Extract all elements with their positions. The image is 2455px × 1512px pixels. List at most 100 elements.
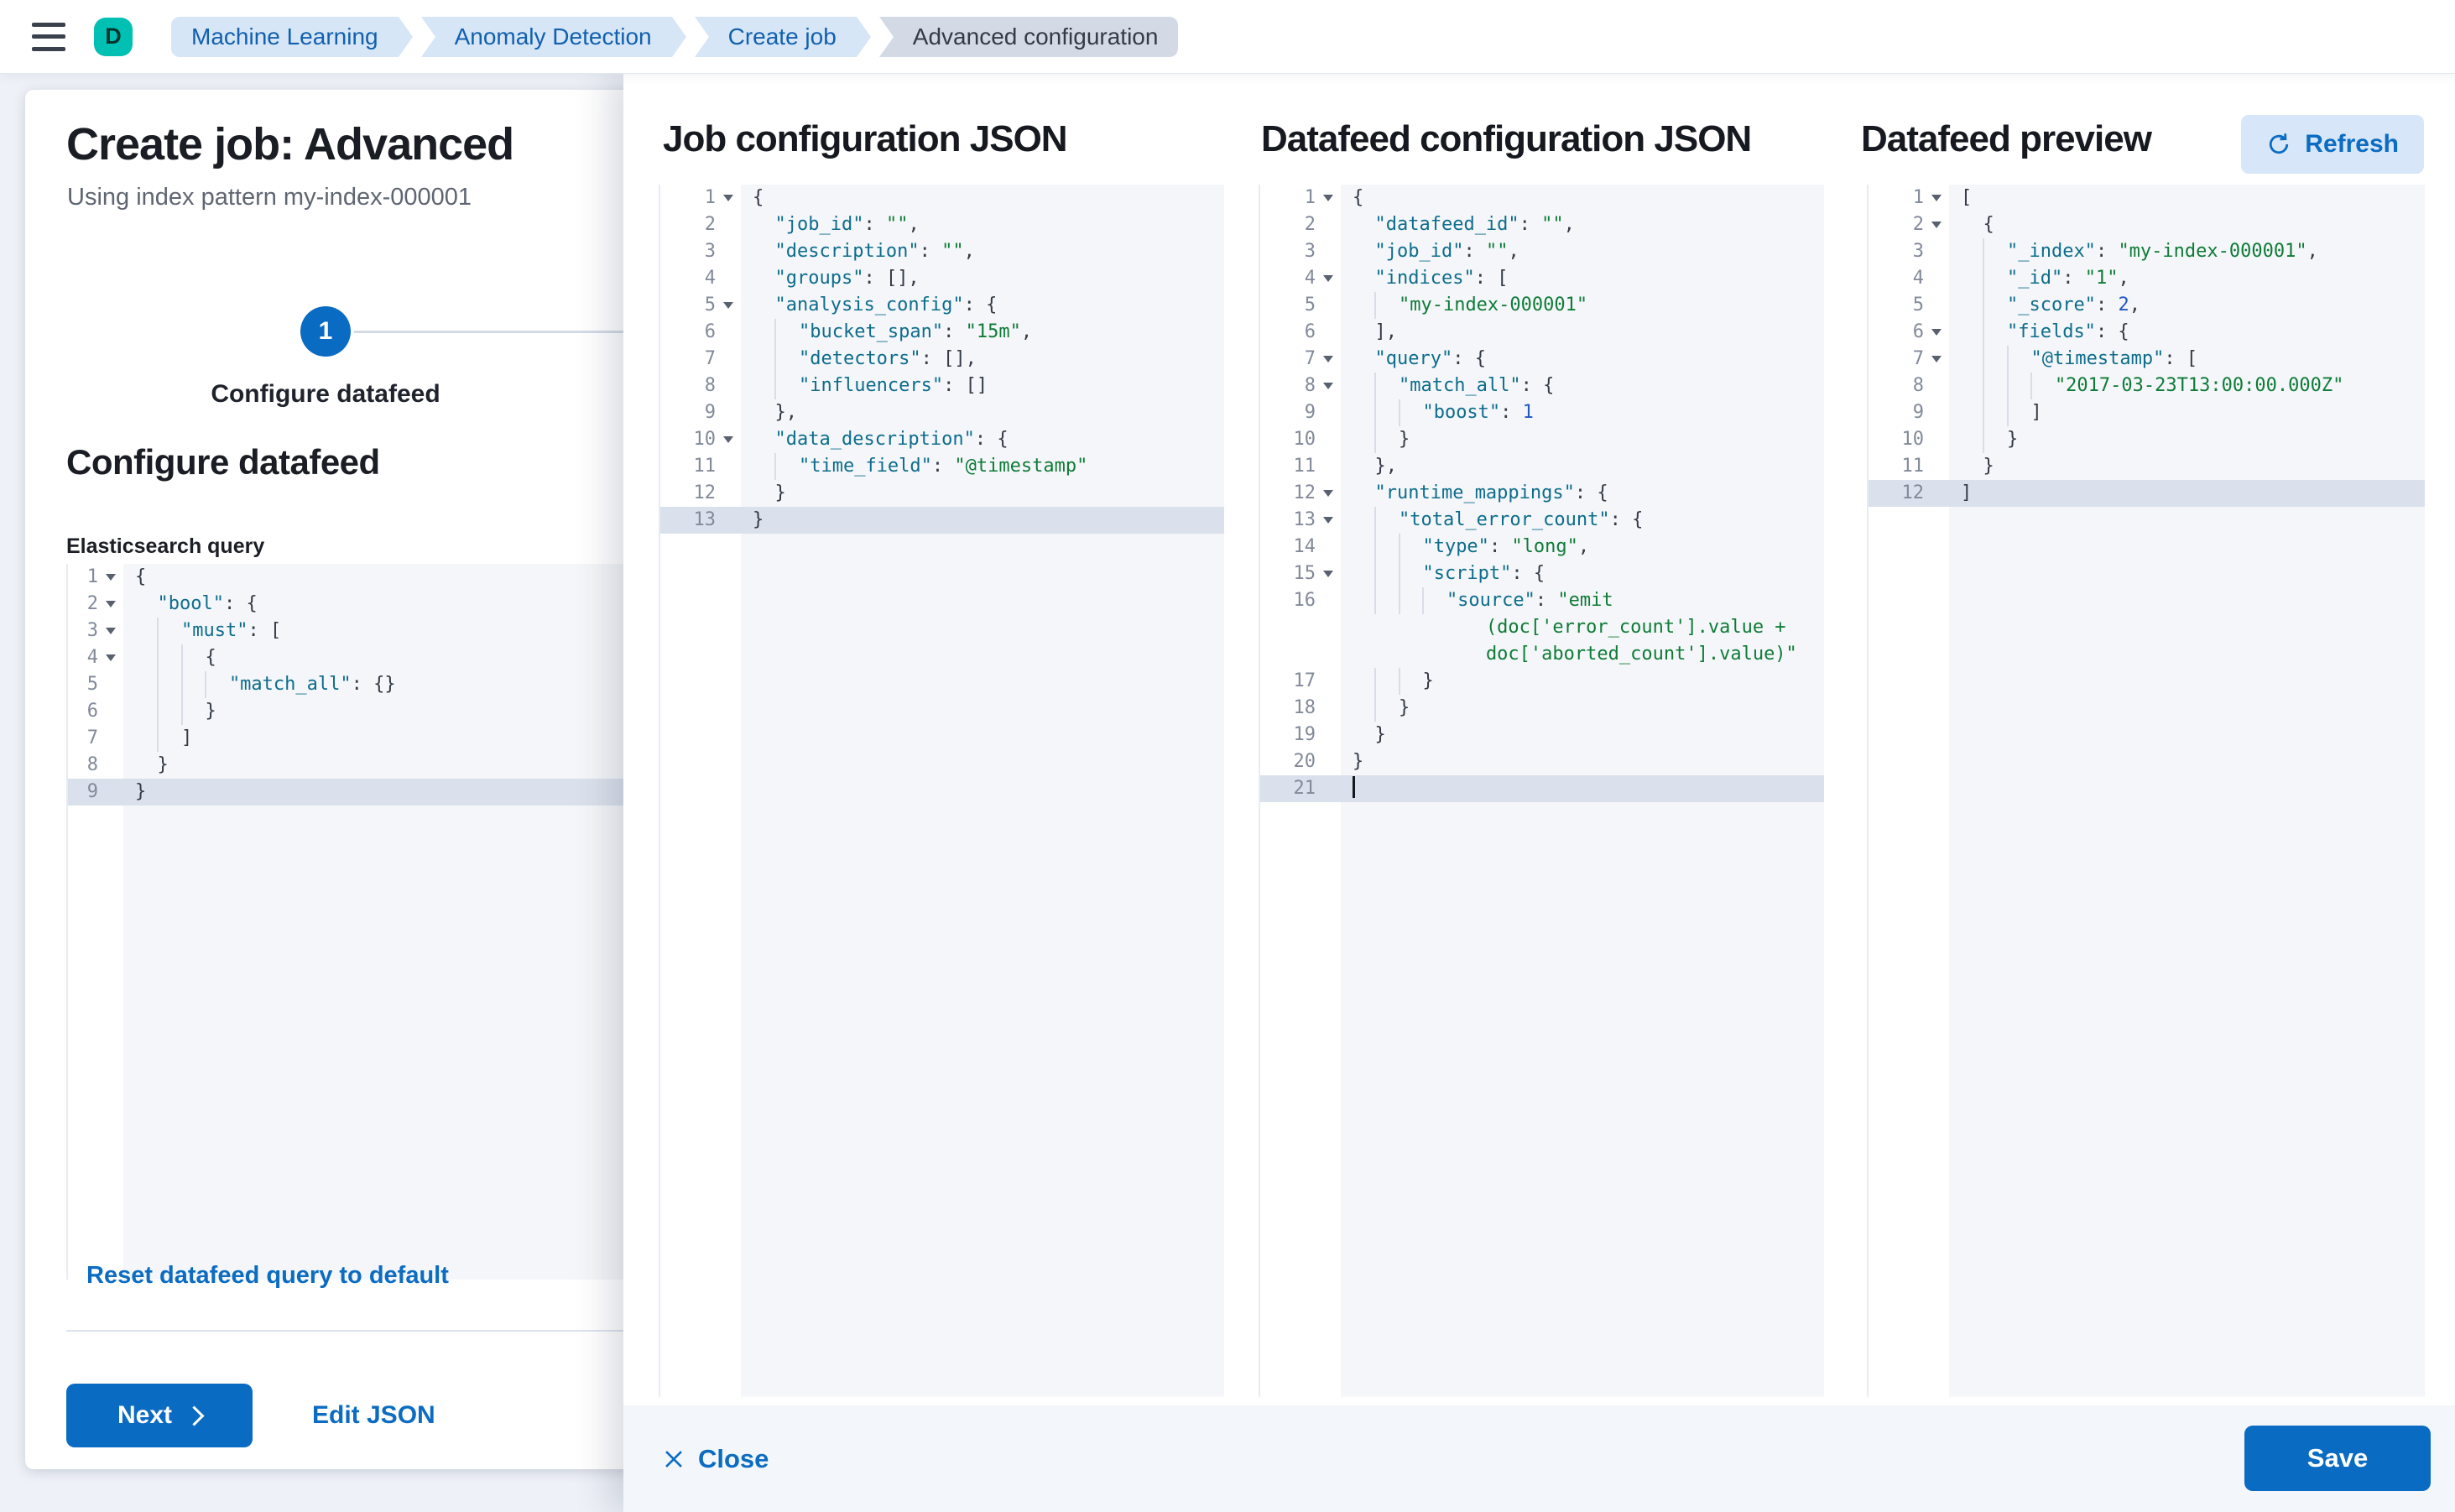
- job-config-title: Job configuration JSON: [663, 118, 1068, 159]
- fold-toggle-icon[interactable]: [1931, 195, 1942, 201]
- wizard-step-1-label: Configure datafeed: [211, 380, 440, 408]
- index-pattern-subtitle: Using index pattern my-index-000001: [67, 184, 472, 211]
- job-config-json-editor[interactable]: 1{2"job_id": "",3"description": "",4"gro…: [659, 185, 1224, 1397]
- hamburger-menu-icon[interactable]: [32, 22, 65, 51]
- code-line: 11},: [1260, 453, 1824, 480]
- code-line: 2"job_id": "",: [660, 211, 1224, 238]
- fold-toggle-icon[interactable]: [723, 302, 733, 309]
- line-number: 5: [86, 674, 98, 695]
- fold-toggle-icon[interactable]: [1931, 356, 1942, 362]
- refresh-button[interactable]: Refresh: [2241, 115, 2424, 174]
- line-number: 19: [1293, 724, 1316, 745]
- space-avatar[interactable]: D: [94, 17, 133, 56]
- datafeed-preview-title: Datafeed preview: [1861, 118, 2152, 159]
- code-line: 1{: [660, 185, 1224, 211]
- line-number: 8: [1912, 375, 1924, 396]
- line-number: 13: [693, 509, 717, 530]
- code-line: 5"_score": 2,: [1869, 292, 2425, 319]
- line-number: 10: [1901, 429, 1925, 450]
- fold-toggle-icon[interactable]: [1323, 195, 1333, 201]
- code-line: 12}: [660, 480, 1224, 507]
- code-line: 21: [1260, 775, 1824, 802]
- line-number: 12: [1293, 482, 1316, 503]
- line-number: 16: [1293, 590, 1316, 611]
- breadcrumb-create-job[interactable]: Create job: [694, 16, 872, 57]
- line-number: 4: [1304, 268, 1316, 289]
- line-number: 3: [86, 620, 98, 641]
- close-button-label: Close: [698, 1443, 769, 1473]
- fold-toggle-icon[interactable]: [723, 195, 733, 201]
- code-line: 8"match_all": {: [1260, 373, 1824, 399]
- next-button[interactable]: Next: [66, 1384, 253, 1447]
- breadcrumb-machine-learning[interactable]: Machine Learning: [171, 16, 413, 57]
- fold-toggle-icon[interactable]: [106, 574, 116, 581]
- breadcrumb: Machine Learning Anomaly Detection Creat…: [171, 16, 1179, 57]
- fold-toggle-icon[interactable]: [1931, 329, 1942, 336]
- line-number: 8: [704, 375, 716, 396]
- code-line: 9},: [660, 399, 1224, 426]
- close-x-icon: [665, 1450, 682, 1468]
- datafeed-preview-json-editor[interactable]: 1[2{3"_index": "my-index-000001",4"_id":…: [1867, 185, 2425, 1397]
- code-line: 19}: [1260, 722, 1824, 748]
- chevron-right-icon: [184, 1405, 205, 1426]
- line-number: 4: [1912, 268, 1924, 289]
- fold-toggle-icon[interactable]: [106, 601, 116, 607]
- fold-toggle-icon[interactable]: [106, 654, 116, 661]
- line-number: 9: [1912, 402, 1924, 423]
- code-line: 2"datafeed_id": "",: [1260, 211, 1824, 238]
- breadcrumb-anomaly-detection[interactable]: Anomaly Detection: [420, 16, 686, 57]
- line-number: 4: [704, 268, 716, 289]
- code-line: 20}: [1260, 748, 1824, 775]
- line-number: 20: [1293, 751, 1316, 772]
- line-number: 6: [704, 321, 716, 342]
- code-line: 4"groups": [],: [660, 265, 1224, 292]
- reset-datafeed-query-link[interactable]: Reset datafeed query to default: [86, 1262, 449, 1289]
- fold-toggle-icon[interactable]: [1323, 275, 1333, 282]
- elasticsearch-query-label: Elasticsearch query: [66, 534, 265, 558]
- code-line: 7"@timestamp": [: [1869, 346, 2425, 373]
- line-number: 1: [86, 566, 98, 587]
- code-line: 8"2017-03-23T13:00:00.000Z": [1869, 373, 2425, 399]
- fold-toggle-icon[interactable]: [1323, 490, 1333, 497]
- flyout-footer: Close Save: [623, 1394, 2455, 1512]
- code-line: 12"runtime_mappings": {: [1260, 480, 1824, 507]
- line-number: 2: [1912, 214, 1924, 235]
- page-title: Create job: Advanced: [66, 119, 514, 169]
- code-line: 7"detectors": [],: [660, 346, 1224, 373]
- line-number: 1: [1912, 187, 1924, 208]
- code-line: 10}: [1260, 426, 1824, 453]
- code-line: 13"total_error_count": {: [1260, 507, 1824, 534]
- edit-json-link[interactable]: Edit JSON: [312, 1401, 435, 1429]
- fold-toggle-icon[interactable]: [1323, 356, 1333, 362]
- line-number: 7: [1304, 348, 1316, 369]
- code-line: 12]: [1869, 480, 2425, 507]
- line-number: 11: [693, 456, 717, 477]
- fold-toggle-icon[interactable]: [106, 628, 116, 634]
- line-number: 3: [704, 241, 716, 262]
- code-line: 18}: [1260, 695, 1824, 722]
- fold-toggle-icon[interactable]: [1323, 517, 1333, 524]
- fold-toggle-icon[interactable]: [1931, 222, 1942, 228]
- line-number: 17: [1293, 670, 1316, 691]
- code-line: 1[: [1869, 185, 2425, 211]
- advanced-json-flyout: Job configuration JSON Datafeed configur…: [623, 73, 2455, 1512]
- line-number: 14: [1293, 536, 1316, 557]
- line-number: 9: [86, 781, 98, 802]
- code-line: 15"script": {: [1260, 560, 1824, 587]
- code-line-wrap: doc['aborted_count'].value)": [1260, 641, 1824, 668]
- close-button[interactable]: Close: [663, 1405, 769, 1512]
- fold-toggle-icon[interactable]: [1323, 571, 1333, 577]
- line-number: 10: [1293, 429, 1316, 450]
- fold-toggle-icon[interactable]: [723, 436, 733, 443]
- wizard-step-1-circle[interactable]: 1: [300, 306, 351, 357]
- datafeed-config-json-editor[interactable]: 1{2"datafeed_id": "",3"job_id": "",4"ind…: [1259, 185, 1824, 1397]
- save-button[interactable]: Save: [2244, 1426, 2431, 1491]
- line-number: 10: [693, 429, 717, 450]
- code-line: 9]: [1869, 399, 2425, 426]
- line-number: 18: [1293, 697, 1316, 718]
- line-number: 7: [1912, 348, 1924, 369]
- line-number: 12: [693, 482, 717, 503]
- refresh-icon: [2270, 133, 2289, 154]
- line-number: 5: [1912, 295, 1924, 315]
- fold-toggle-icon[interactable]: [1323, 383, 1333, 389]
